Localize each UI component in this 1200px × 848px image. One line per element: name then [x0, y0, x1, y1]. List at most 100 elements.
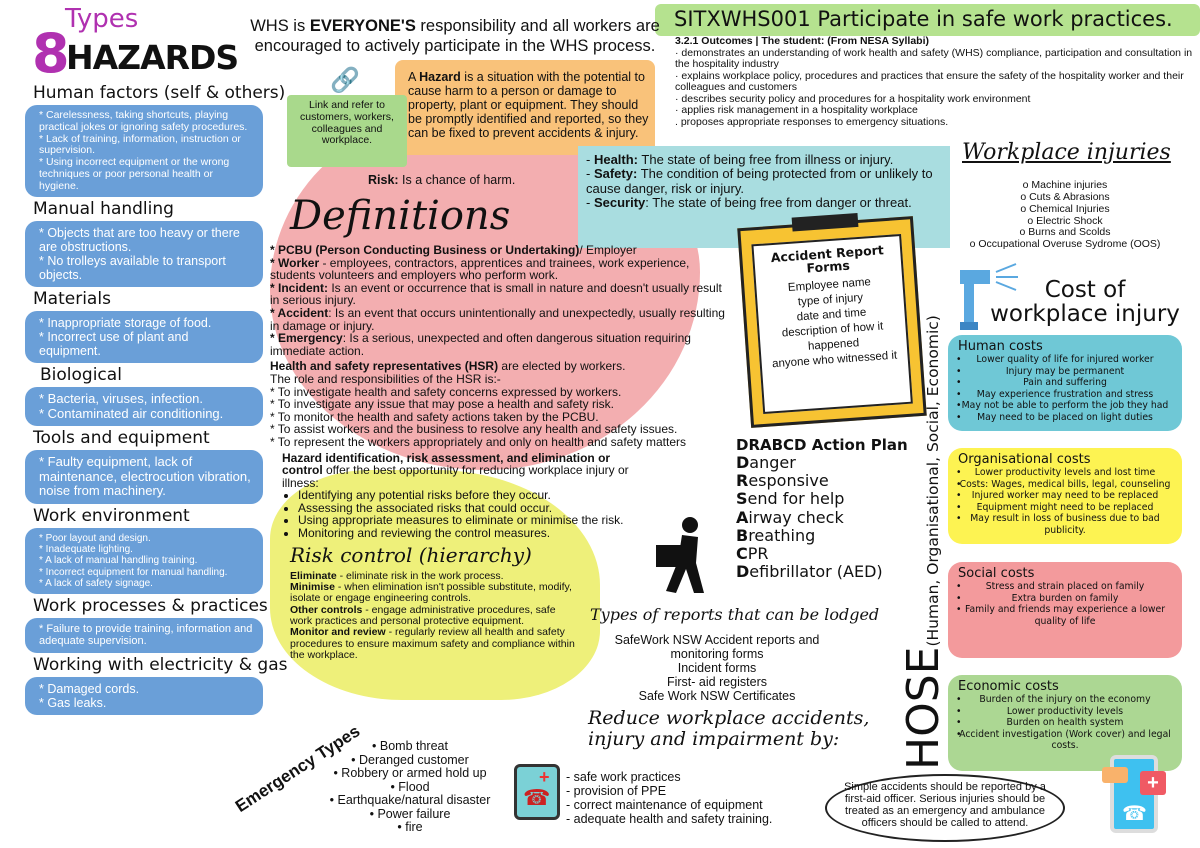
- hazard-id-item: Monitoring and reviewing the control mea…: [298, 527, 647, 540]
- speech-bubble: Simple accidents should be reported by a…: [825, 774, 1065, 842]
- hose-big: HOSE: [898, 646, 949, 770]
- hazard-item: * Failure to provide training, informati…: [39, 622, 253, 648]
- cost-title: Economic costs: [958, 679, 1059, 694]
- hsr-item: * To monitor the health and safety actio…: [270, 409, 599, 424]
- definitions-list: * PCBU (Person Conducting Business or Un…: [270, 244, 730, 357]
- person-carrying-box-icon: [652, 515, 712, 600]
- risk-control-title: Risk control (hierarchy): [290, 542, 532, 567]
- hazard-box: * Poor layout and design.* Inadequate li…: [25, 527, 263, 594]
- hazard-item: * Inadequate lighting.: [39, 544, 133, 556]
- cost-box: Organisational costsLower productivity l…: [948, 448, 1182, 544]
- cost-item: Lower quality of life for injured worker: [956, 354, 1174, 366]
- yellow-splash: [270, 470, 600, 700]
- injury-item: o Electric Shock: [1027, 214, 1103, 227]
- cost-item: Lower productivity levels: [956, 706, 1174, 718]
- hazard-item: * Contaminated air conditioning.: [39, 405, 224, 421]
- hazard-identification: Hazard identification, risk assessment, …: [282, 451, 647, 540]
- hazard-id-item: Identifying any potential risks before t…: [298, 489, 647, 502]
- reduce-list: - safe work practices- provision of PPE-…: [566, 770, 821, 826]
- hazard-id-item: Assessing the associated risks that coul…: [298, 502, 647, 515]
- hazard-item: * Lack of training, information, instruc…: [39, 132, 241, 157]
- hazard-heading: Materials: [33, 289, 111, 310]
- hss-item: - Health: The state of being free from i…: [586, 152, 894, 167]
- hazard-heading: Tools and equipment: [33, 428, 210, 449]
- cost-title: Cost of workplace injury: [990, 277, 1180, 328]
- cost-item: Injury may be permanent: [956, 366, 1174, 378]
- mobile-medical-icon: + ☎: [1102, 755, 1166, 833]
- outcome-item: · describes security policy and procedur…: [675, 92, 1031, 105]
- emergency-item: • Deranged customer: [351, 752, 469, 767]
- risk-control-list: Eliminate - eliminate risk in the work p…: [290, 570, 580, 662]
- emergency-item: • Bomb threat: [372, 739, 448, 753]
- injury-item: o Machine injuries: [1022, 179, 1108, 191]
- hazard-heading: Manual handling: [33, 199, 174, 220]
- outcome-item: . proposes appropriate responses to emer…: [675, 115, 949, 128]
- reduce-title: Reduce workplace accidents, injury and i…: [588, 707, 870, 750]
- drabcd-step: Responsive: [736, 471, 829, 491]
- cost-item: Costs: Wages, medical bills, legal, coun…: [956, 479, 1174, 491]
- definitions-title: Definitions: [290, 193, 511, 239]
- outcome-item: · demonstrates an understanding of work …: [675, 46, 1193, 71]
- cost-box: Economic costsBurden of the injury on th…: [948, 675, 1182, 771]
- drabcd-step: CPR: [736, 544, 769, 564]
- hose-sub: (Human, Organisational, Social, Economic…: [924, 315, 942, 647]
- cost-item: May experience frustration and stress: [956, 389, 1174, 401]
- link-note: Link and refer to customers, workers, co…: [300, 99, 394, 147]
- emergency-item: • Robbery or armed hold up: [333, 766, 487, 780]
- hazard-id-item: Using appropriate measures to eliminate …: [298, 514, 647, 527]
- hazard-item: * Carelessness, taking shortcuts, playin…: [39, 109, 248, 133]
- tap-icon: [958, 262, 1018, 332]
- cost-item: May need to be placed on light duties: [956, 412, 1174, 424]
- hazard-item: * A lack of safety signage.: [39, 577, 153, 589]
- reports-title: Types of reports that can be lodged: [590, 605, 880, 624]
- hazard-heading: Working with electricity & gas: [33, 654, 288, 675]
- hazard-item: * Poor layout and design.: [39, 532, 151, 544]
- drabcd-step: Defibrillator (AED): [736, 562, 883, 582]
- drabcd-title: DRABCD Action Plan: [736, 436, 908, 454]
- cost-item: Injured worker may need to be replaced: [956, 490, 1174, 502]
- cost-title: Social costs: [958, 566, 1035, 581]
- hazard-box: * Objects that are too heavy or there ar…: [25, 221, 263, 288]
- drabcd-step: Breathing: [736, 525, 816, 545]
- hazard-item: * Objects that are too heavy or there ar…: [39, 226, 240, 255]
- logo-hazards: HAZARDS: [66, 38, 239, 77]
- workplace-injuries-title: Workplace injuries: [962, 140, 1171, 165]
- definition-item: * Incident: Is an event or occurrence th…: [270, 280, 722, 308]
- emergency-item: • Power failure: [369, 806, 451, 821]
- definition-item: * Accident: Is an event that occurs unin…: [270, 305, 725, 333]
- injury-item: o Chemical Injuries: [1020, 202, 1110, 215]
- middle-column: * PCBU (Person Conducting Business or Un…: [270, 244, 730, 661]
- outcome-item: · explains workplace policy, procedures …: [675, 69, 1184, 94]
- outcome-item: · applies risk management in a hospitali…: [675, 104, 918, 117]
- hazard-box: * Bacteria, viruses, infection.* Contami…: [25, 387, 263, 427]
- report-item: SafeWork NSW Accident reports and monito…: [614, 633, 820, 661]
- risk-control-item: Monitor and review - regularly review al…: [290, 626, 575, 661]
- unit-title: SITXWHS001 Participate in safe work prac…: [674, 7, 1173, 31]
- reduce-item: - safe work practices: [566, 770, 681, 784]
- cost-box: Human costsLower quality of life for inj…: [948, 335, 1182, 431]
- cost-item: May result in loss of business due to ba…: [956, 513, 1174, 536]
- cost-item: May not be able to perform the job they …: [956, 400, 1174, 412]
- cost-item: Stress and strain placed on family: [956, 581, 1174, 593]
- definition-item: * Worker - employees, contractors, appre…: [270, 255, 690, 283]
- emergency-item: • Earthquake/natural disaster: [329, 793, 491, 807]
- hazard-box: * Damaged cords.* Gas leaks.: [25, 676, 263, 715]
- hazard-item: * Incorrect use of plant and equipment.: [39, 330, 189, 359]
- orange-splash: [395, 60, 655, 155]
- hazard-item: * Using incorrect equipment or the wrong…: [39, 156, 230, 192]
- hazard-box: * Carelessness, taking shortcuts, playin…: [25, 105, 263, 198]
- injury-item: o Burns and Scolds: [1019, 226, 1111, 239]
- hsr-item: * To investigate health and safety conce…: [270, 384, 622, 399]
- hazards-column: Human factors (self & others) * Carelessn…: [25, 83, 288, 715]
- cost-box: Social costsStress and strain placed on …: [948, 562, 1182, 658]
- hss-item: - Safety: The condition of being protect…: [586, 166, 933, 196]
- hsr-item: * To assist workers and the business to …: [270, 422, 678, 437]
- reduce-item: - provision of PPE: [566, 784, 667, 798]
- hazard-item: * Gas leaks.: [39, 695, 107, 710]
- hazard-item: * Bacteria, viruses, infection.: [39, 391, 204, 407]
- reports-list: SafeWork NSW Accident reports and monito…: [592, 633, 842, 703]
- hazard-heading: Work processes & practices: [33, 595, 268, 616]
- cost-item: Family and friends may experience a lowe…: [956, 604, 1174, 627]
- hazard-heading: Human factors (self & others): [33, 83, 286, 103]
- hazard-heading: Biological: [40, 365, 122, 386]
